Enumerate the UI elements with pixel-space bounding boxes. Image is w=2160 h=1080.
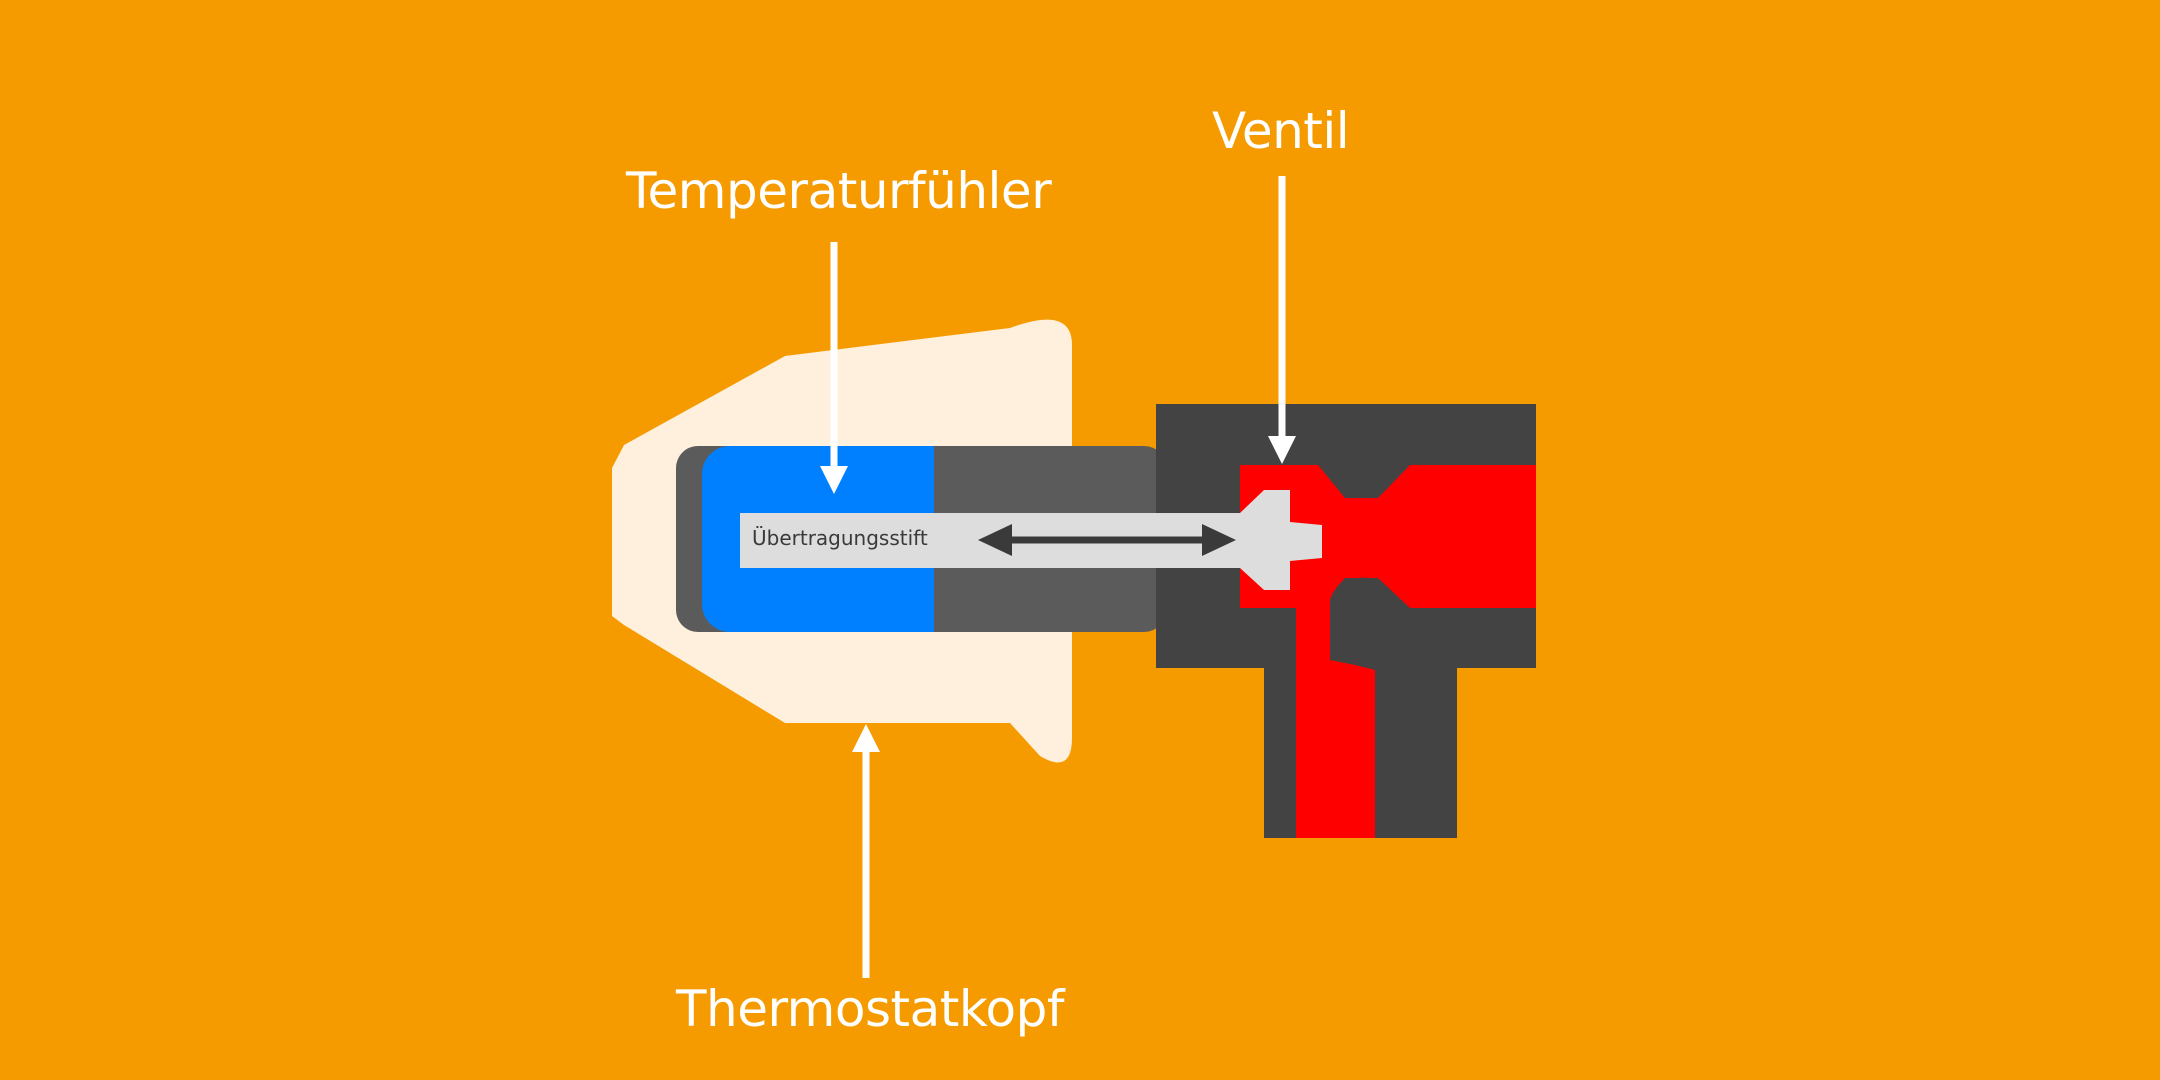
valve-label: Ventil (1212, 102, 1350, 160)
valve-divider (1330, 577, 1410, 660)
valve-channel-lower (1296, 560, 1375, 838)
thermostat-head-label: Thermostatkopf (676, 980, 1064, 1038)
double-arrow (978, 524, 1236, 556)
temperature-sensor-label: Temperaturfühler (626, 162, 1052, 220)
transfer-pin-label: Übertragungsstift (752, 526, 928, 550)
